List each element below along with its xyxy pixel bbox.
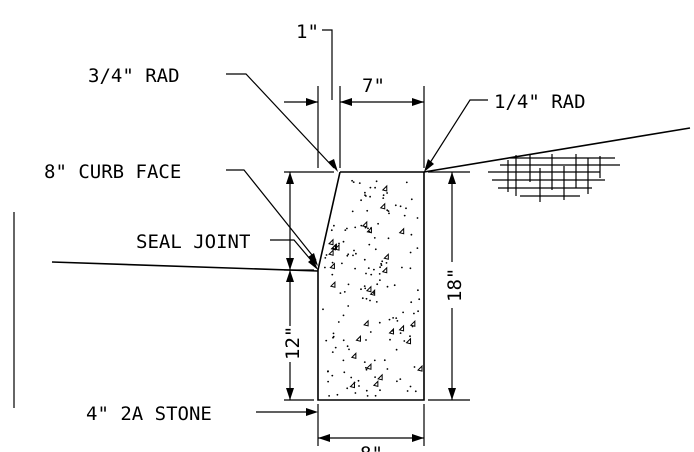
seal-joint-label: SEAL JOINT [136, 231, 250, 253]
stone-label: 4" 2A STONE [86, 403, 212, 425]
right-vertical-dimension [428, 171, 470, 401]
bottom-dimension [317, 404, 425, 446]
stone-leader [256, 408, 318, 416]
curb-outline [317, 171, 425, 401]
turf-hatch [488, 154, 620, 202]
quarter-rad-leader [424, 99, 488, 172]
eighteen-inch-label: 18" [444, 268, 466, 302]
seal-joint-leader [270, 239, 318, 270]
curb-face-label: 8" CURB FACE [44, 161, 181, 183]
top-dimension [284, 29, 425, 168]
quarter-rad-label: 1/4" RAD [494, 91, 586, 113]
pavement-line [51, 261, 319, 272]
concrete-hatch [322, 179, 423, 397]
left-vertical-dimension [284, 171, 334, 401]
three-quarter-rad-leader [226, 73, 338, 172]
one-inch-label: 1" [296, 21, 319, 43]
three-quarter-rad-label: 3/4" RAD [88, 65, 180, 87]
eight-inch-bottom-label: 8" [360, 443, 383, 452]
twelve-inch-label: 12" [282, 326, 304, 360]
seven-inch-label: 7" [362, 75, 385, 97]
grade-line [423, 127, 691, 173]
